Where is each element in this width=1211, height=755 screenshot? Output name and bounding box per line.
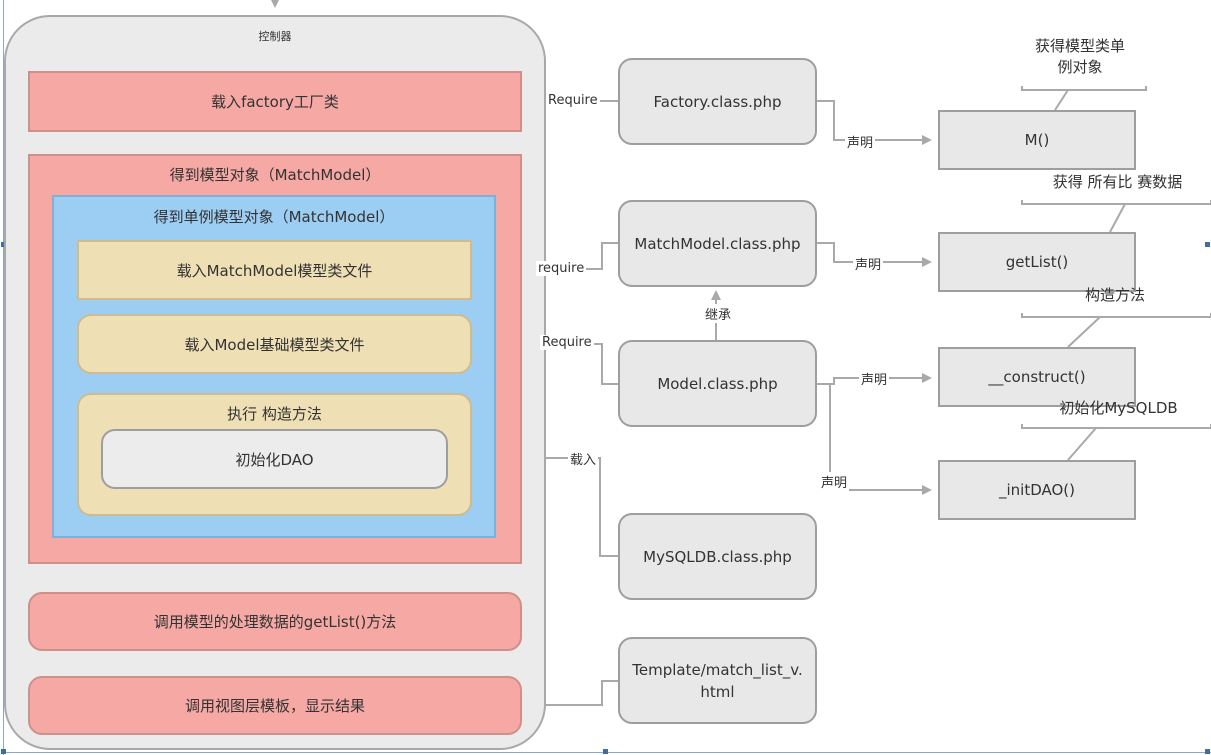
note-connector-m: [1021, 86, 1147, 111]
edge-label-declare-initdao: 声明: [819, 472, 850, 491]
load-factory-step[interactable]: 载入factory工厂类: [28, 71, 522, 132]
matchmodel-class-box[interactable]: MatchModel.class.php: [618, 200, 817, 287]
resize-handle-left[interactable]: [1, 242, 6, 247]
method-m-box[interactable]: M(): [938, 110, 1136, 170]
edge-label-require-model: Require: [540, 335, 594, 350]
resize-handle-right[interactable]: [1205, 242, 1210, 247]
method-construct-box[interactable]: __construct(): [938, 347, 1136, 407]
init-dao-step[interactable]: 初始化DAO: [101, 429, 448, 489]
edge-template-view: [524, 680, 618, 710]
note-m: 获得模型类单 例对象: [1034, 37, 1125, 76]
selection-left-edge: [3, 0, 4, 755]
resize-handle-bottom-left[interactable]: [1, 749, 6, 754]
edge-declare-m: [817, 100, 932, 145]
template-file-box[interactable]: Template/match_list_v. html: [618, 637, 817, 724]
controller-title: 控制器: [258, 30, 292, 43]
note-connector-getlist: [1021, 200, 1211, 233]
note-connector-construct: [1021, 313, 1211, 348]
load-model-base-file-step[interactable]: 载入Model基础模型类文件: [77, 314, 472, 374]
resize-handle-bottom-mid[interactable]: [603, 749, 608, 754]
edge-label-declare-getlist: 声明: [853, 254, 884, 273]
edge-label-require-factory: Require: [546, 93, 600, 108]
call-getlist-step[interactable]: 调用模型的处理数据的getList()方法: [28, 592, 522, 651]
exec-constructor-title: 执行 构造方法: [227, 405, 322, 423]
factory-class-box[interactable]: Factory.class.php: [618, 58, 817, 145]
edge-label-declare-m: 声明: [845, 132, 876, 151]
load-matchmodel-file-step[interactable]: 载入MatchModel模型类文件: [77, 240, 472, 300]
method-getlist-box[interactable]: getList(): [938, 232, 1136, 292]
resize-handle-bottom-right[interactable]: [1205, 749, 1210, 754]
get-model-object-title: 得到模型对象（MatchModel）: [169, 166, 381, 184]
get-singleton-title: 得到单例模型对象（MatchModel）: [153, 208, 395, 226]
method-initdao-box[interactable]: _initDAO(): [938, 460, 1136, 520]
model-class-box[interactable]: Model.class.php: [618, 340, 817, 427]
note-initdao: 初始化MySQLDB: [1059, 399, 1178, 417]
edge-label-load-mysqldb: 载入: [568, 449, 599, 468]
note-getlist: 获得 所有比 赛数据: [1052, 173, 1183, 191]
edge-declare-initdao: [817, 383, 932, 495]
note-construct: 构造方法: [1084, 286, 1145, 304]
edge-label-inherit: 继承: [703, 304, 734, 323]
edge-label-require-matchmodel: require: [536, 261, 587, 276]
call-view-step[interactable]: 调用视图层模板，显示结果: [28, 676, 522, 735]
note-connector-initdao: [1021, 424, 1211, 461]
mysqldb-class-box[interactable]: MySQLDB.class.php: [618, 513, 817, 600]
edge-label-declare-construct: 声明: [859, 369, 890, 388]
